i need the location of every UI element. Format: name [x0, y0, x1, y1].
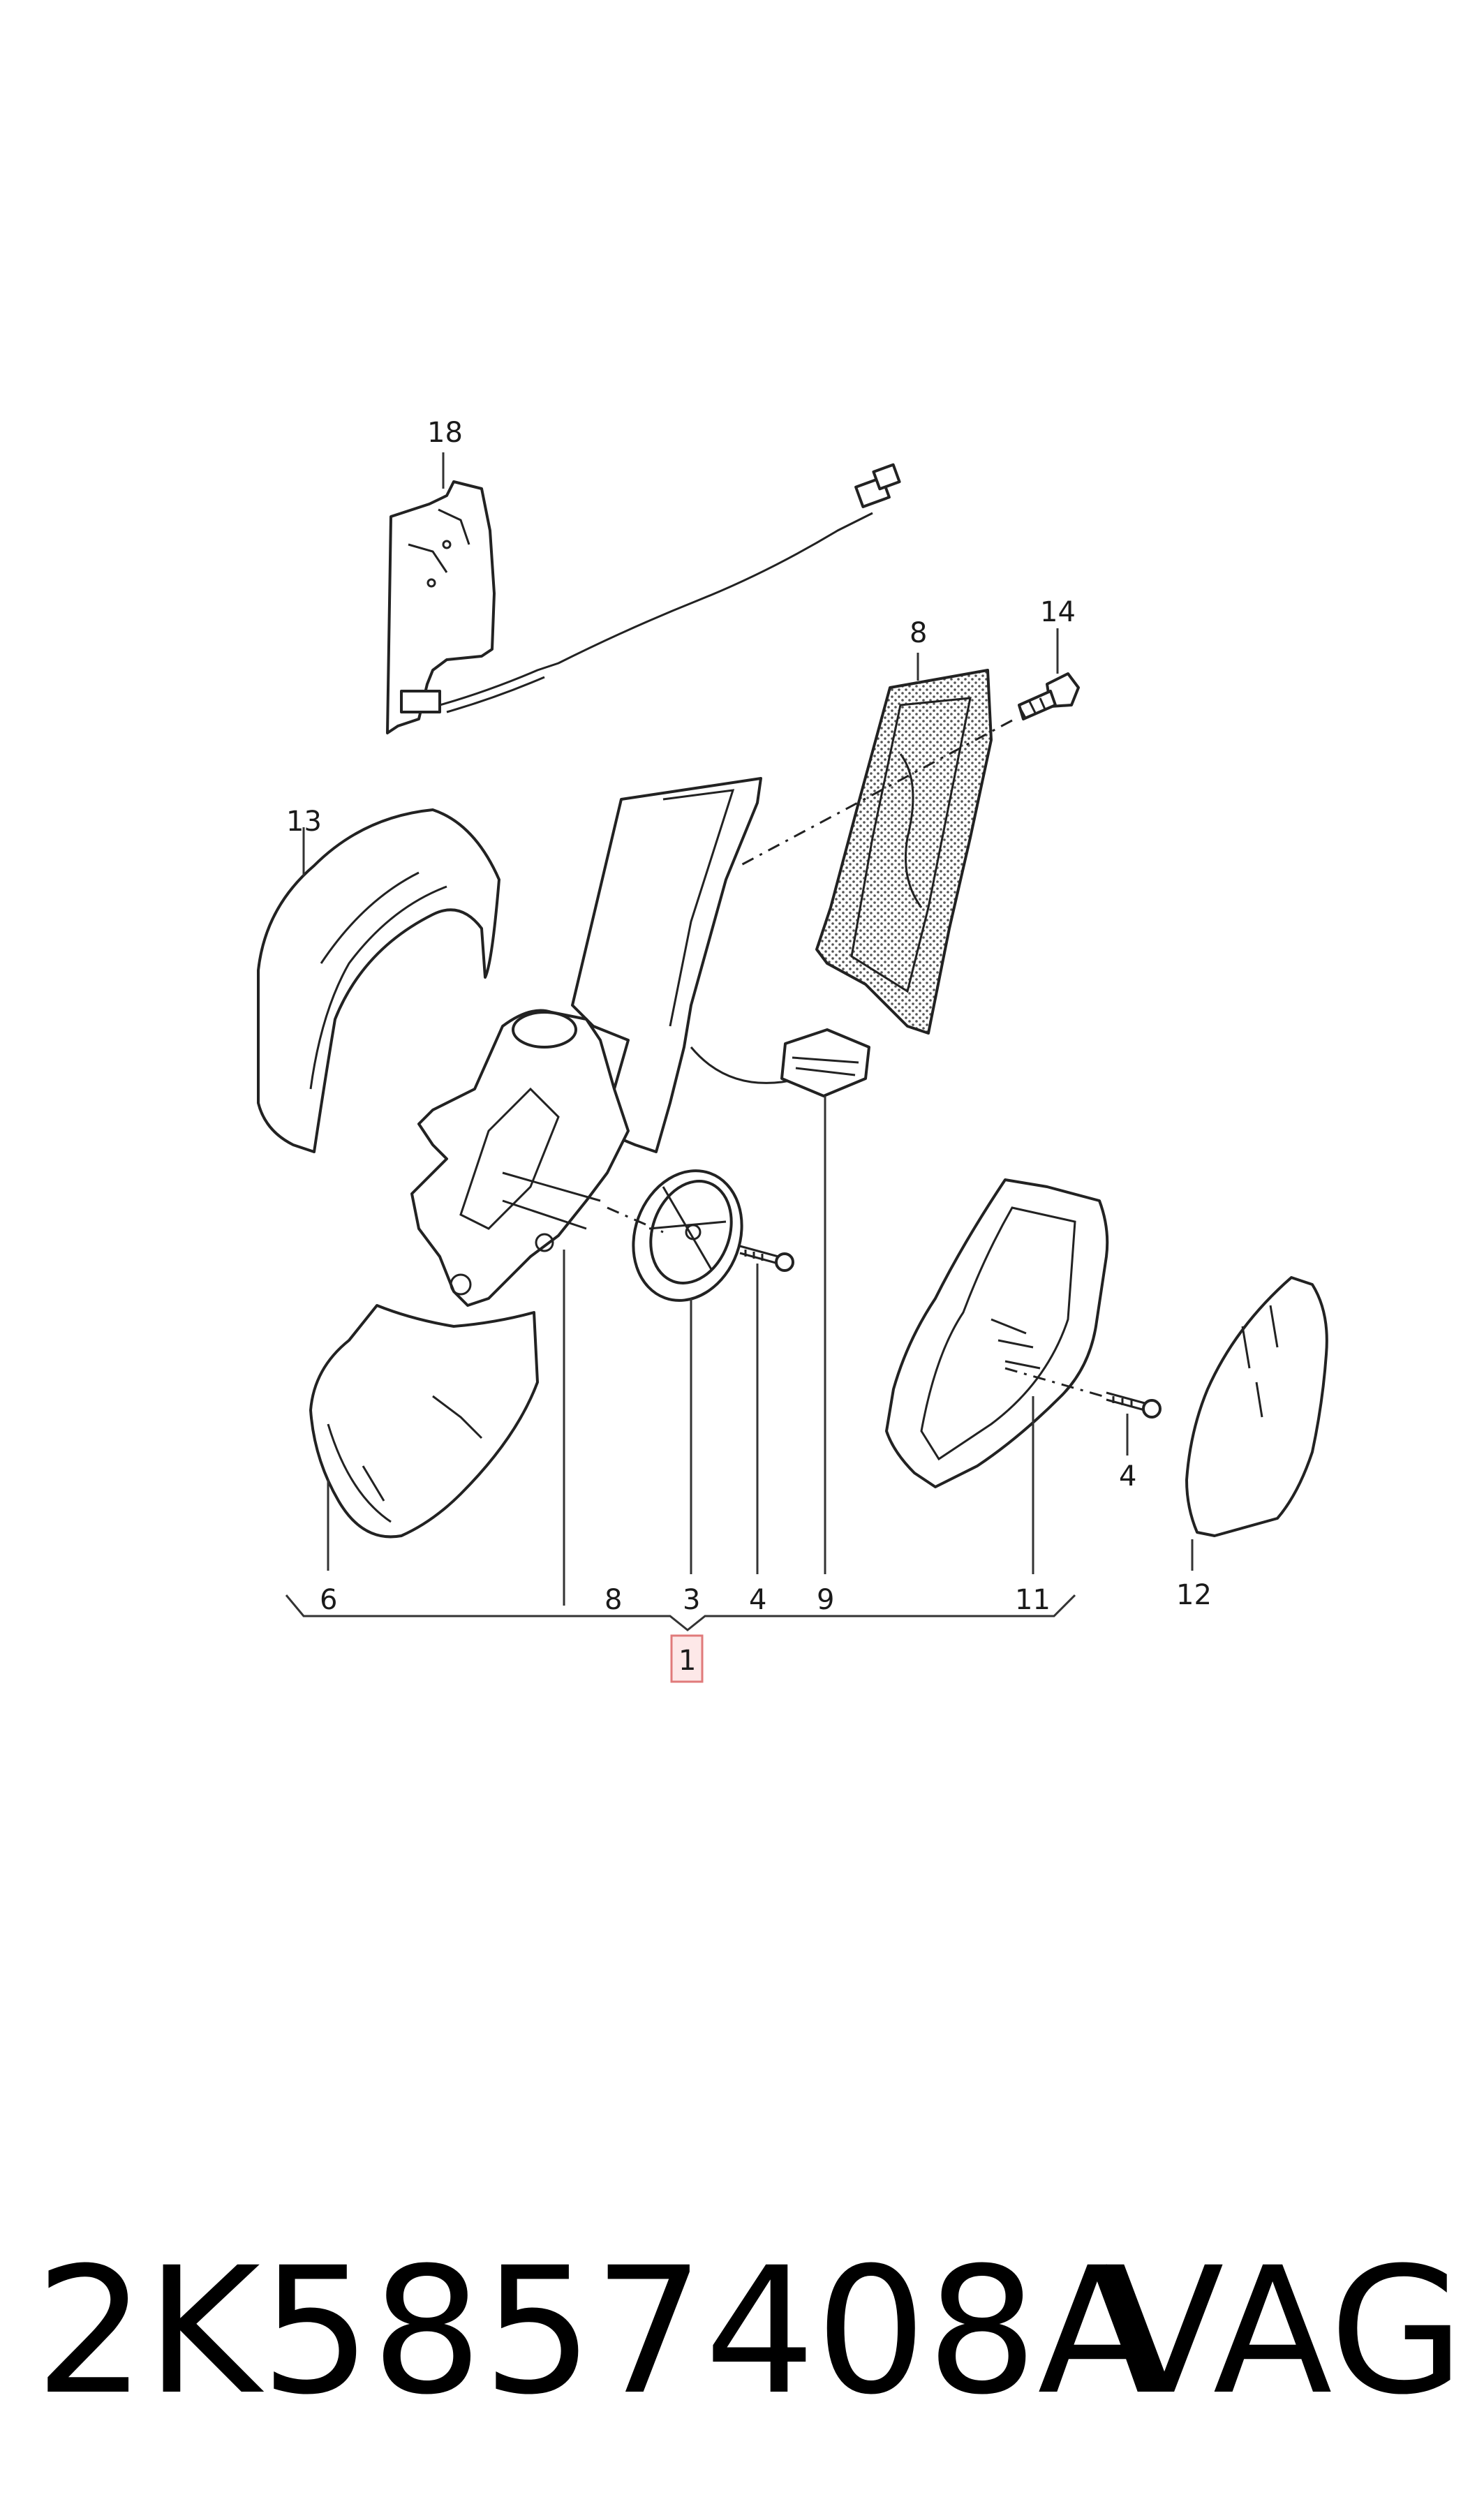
part-18-wiring-harness [386, 463, 901, 734]
leader-lines [302, 452, 1194, 1606]
part-3-adjustment-motor [607, 1169, 743, 1302]
label-9: 9 [817, 1584, 834, 1616]
label-12: 12 [1176, 1579, 1212, 1611]
part-mirror-base-assembly [410, 777, 817, 1307]
part-12-mirror-glass [1185, 1276, 1328, 1537]
part-11-glass-carrier [885, 1178, 1109, 1488]
part-6-lower-housing [309, 1304, 539, 1539]
part-4-screw-right [1004, 1367, 1162, 1419]
part-number: 2K5857408A [35, 2230, 1157, 2433]
label-18: 18 [427, 417, 463, 449]
part-13-mirror-cap [257, 808, 500, 1153]
label-1: 1 [678, 1645, 696, 1677]
label-6: 6 [320, 1584, 337, 1616]
label-3: 3 [683, 1584, 700, 1616]
callout-labels: 18 8 14 13 6 8 3 4 9 11 4 12 1 [286, 417, 1212, 1677]
footer: 2K5857408A VAG [0, 2220, 1484, 2443]
part-8-adjustment-plate [815, 669, 993, 1035]
label-11: 11 [1015, 1584, 1051, 1616]
label-4-bottom: 4 [749, 1584, 766, 1616]
part-14-bolt [739, 672, 1080, 867]
label-4-right: 4 [1119, 1460, 1136, 1493]
label-13: 13 [286, 806, 322, 838]
assembly-bracket [285, 1594, 1076, 1683]
part-9-connector [780, 1028, 870, 1097]
brand-name: VAG [1104, 2230, 1464, 2433]
label-8-top: 8 [910, 617, 927, 649]
part-4-screw-left [739, 1245, 794, 1272]
label-8-bottom: 8 [604, 1584, 622, 1616]
label-14: 14 [1040, 596, 1076, 628]
part-1-highlight-box [670, 1634, 704, 1683]
